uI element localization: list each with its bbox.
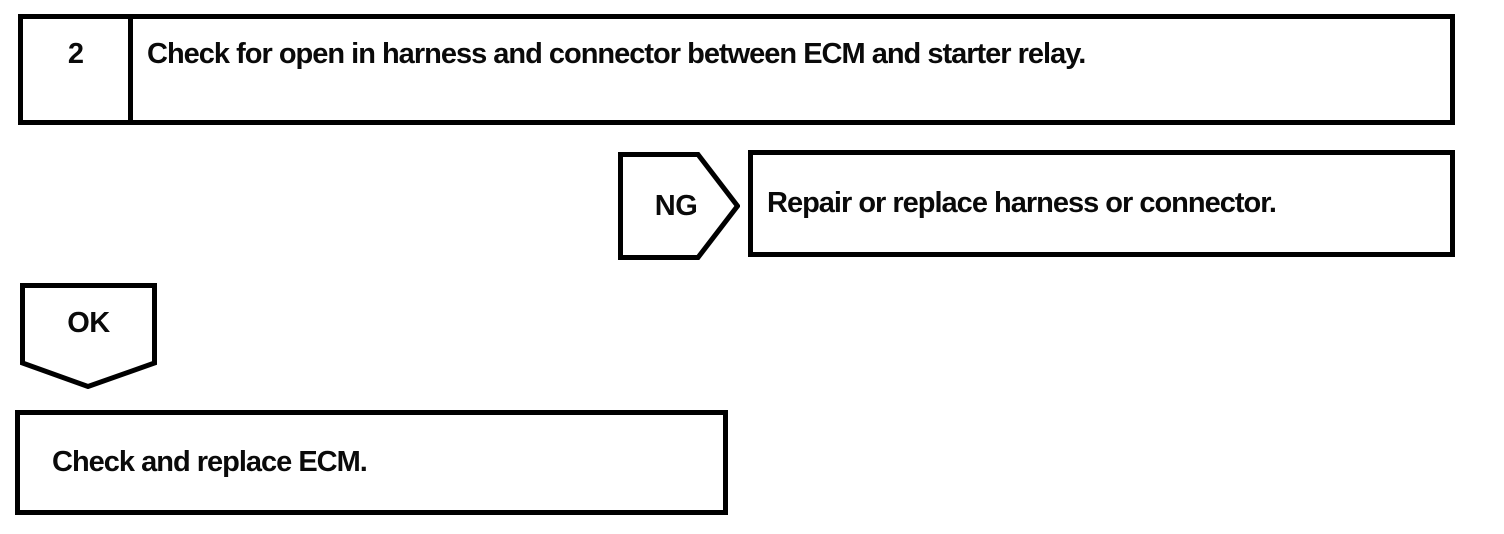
step-instruction: Check for open in harness and connector … (147, 38, 1086, 70)
step-number-cell: 2 (23, 19, 133, 120)
ng-action-text: Repair or replace harness or connector. (767, 187, 1277, 220)
ng-action-box: Repair or replace harness or connector. (748, 150, 1455, 257)
ng-arrow: NG (618, 152, 740, 260)
ng-arrow-icon (618, 152, 740, 260)
ok-action-box: Check and replace ECM. (15, 410, 728, 515)
ok-label: OK (67, 306, 110, 339)
ng-label: NG (654, 189, 698, 222)
ok-action-text: Check and replace ECM. (52, 446, 368, 479)
ok-arrow-icon (20, 283, 157, 389)
step-box: 2 Check for open in harness and connecto… (18, 14, 1455, 125)
ok-arrow: OK (20, 283, 157, 389)
step-number: 2 (67, 38, 84, 70)
